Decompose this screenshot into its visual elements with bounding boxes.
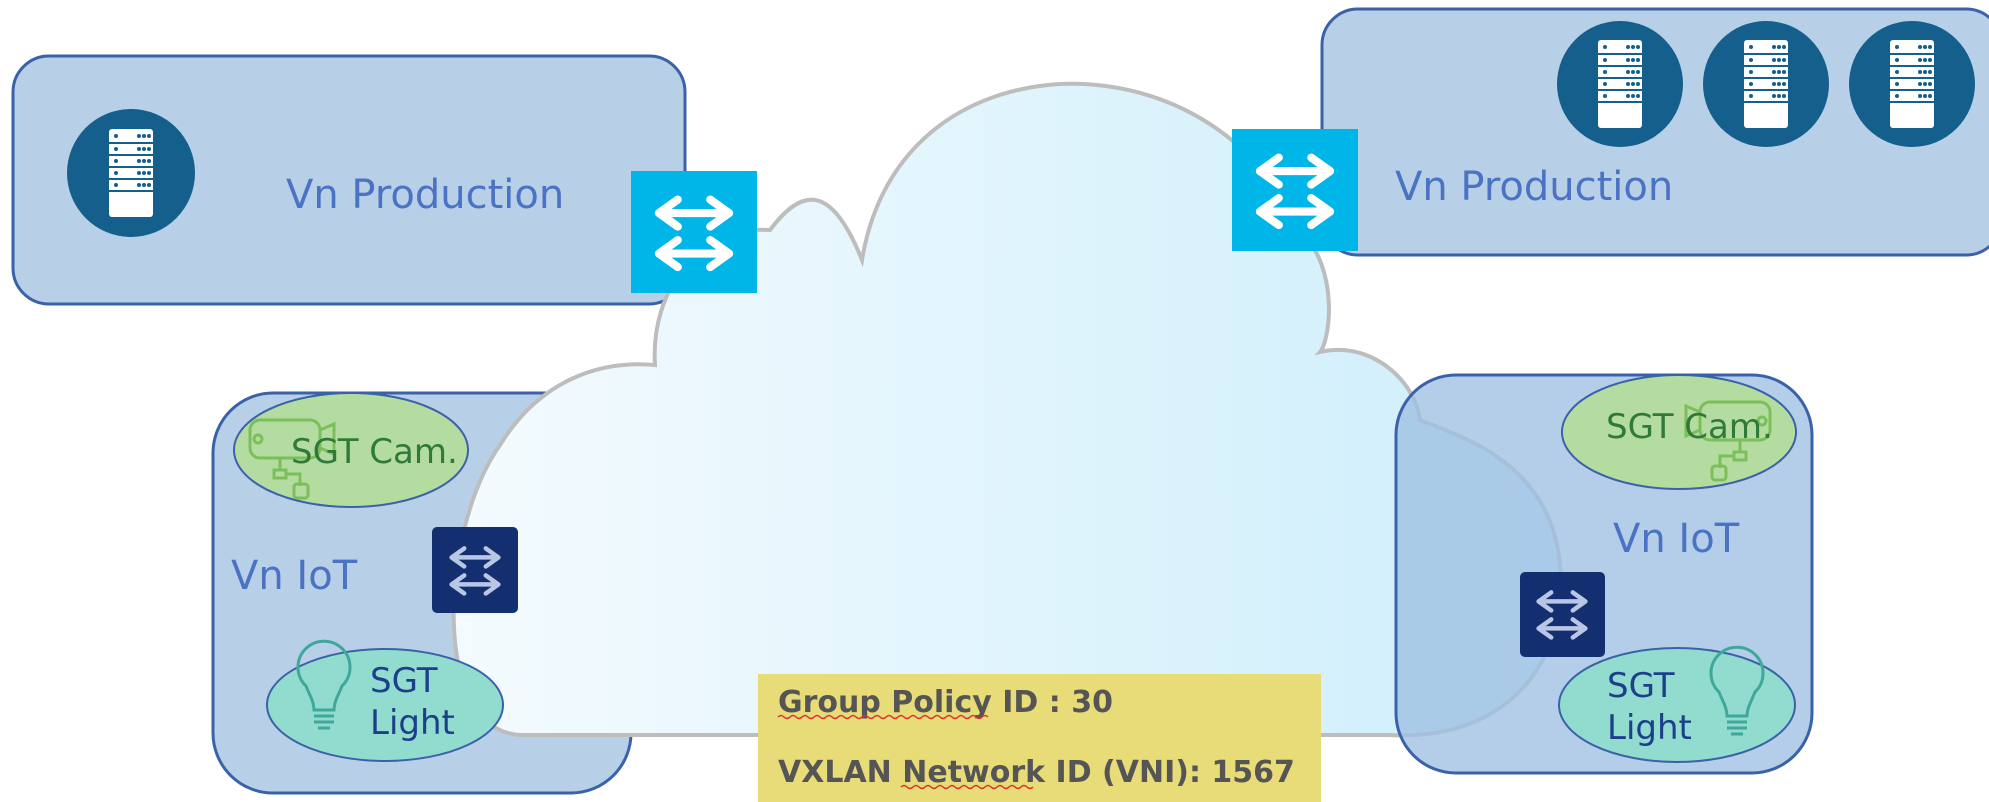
server-icon [67,109,195,237]
info-box: Group Policy ID : 30 VXLAN Network ID (V… [758,674,1321,802]
camera-sgt-badge: SGT Cam. [233,392,469,508]
group-policy-id: Group Policy ID : 30 [778,685,1113,720]
light-sgt-badge: SGT Light [266,639,504,762]
site-label: Vn IoT [1613,516,1740,562]
switch-icon [1232,129,1358,251]
sgt-camera-label: SGT Cam. [1606,407,1773,447]
switch-icon [432,527,518,613]
server-icon [1849,21,1975,147]
sgt-light-label: SGT Light [370,661,455,743]
sgt-camera-label: SGT Cam. [291,432,458,472]
server-icon [1557,21,1683,147]
server-icon [1703,21,1829,147]
site-label: Vn Production [1395,164,1673,210]
sgt-light-label: SGT Light [1607,666,1692,748]
switch-icon [631,171,757,293]
camera-sgt-badge: SGT Cam. [1561,374,1797,490]
light-sgt-badge: SGT Light [1558,645,1796,763]
vxlan-network-id: VXLAN Network ID (VNI): 1567 [778,755,1295,790]
switch-icon [1520,572,1605,657]
site-label: Vn IoT [231,553,358,599]
site-label: Vn Production [286,172,564,218]
